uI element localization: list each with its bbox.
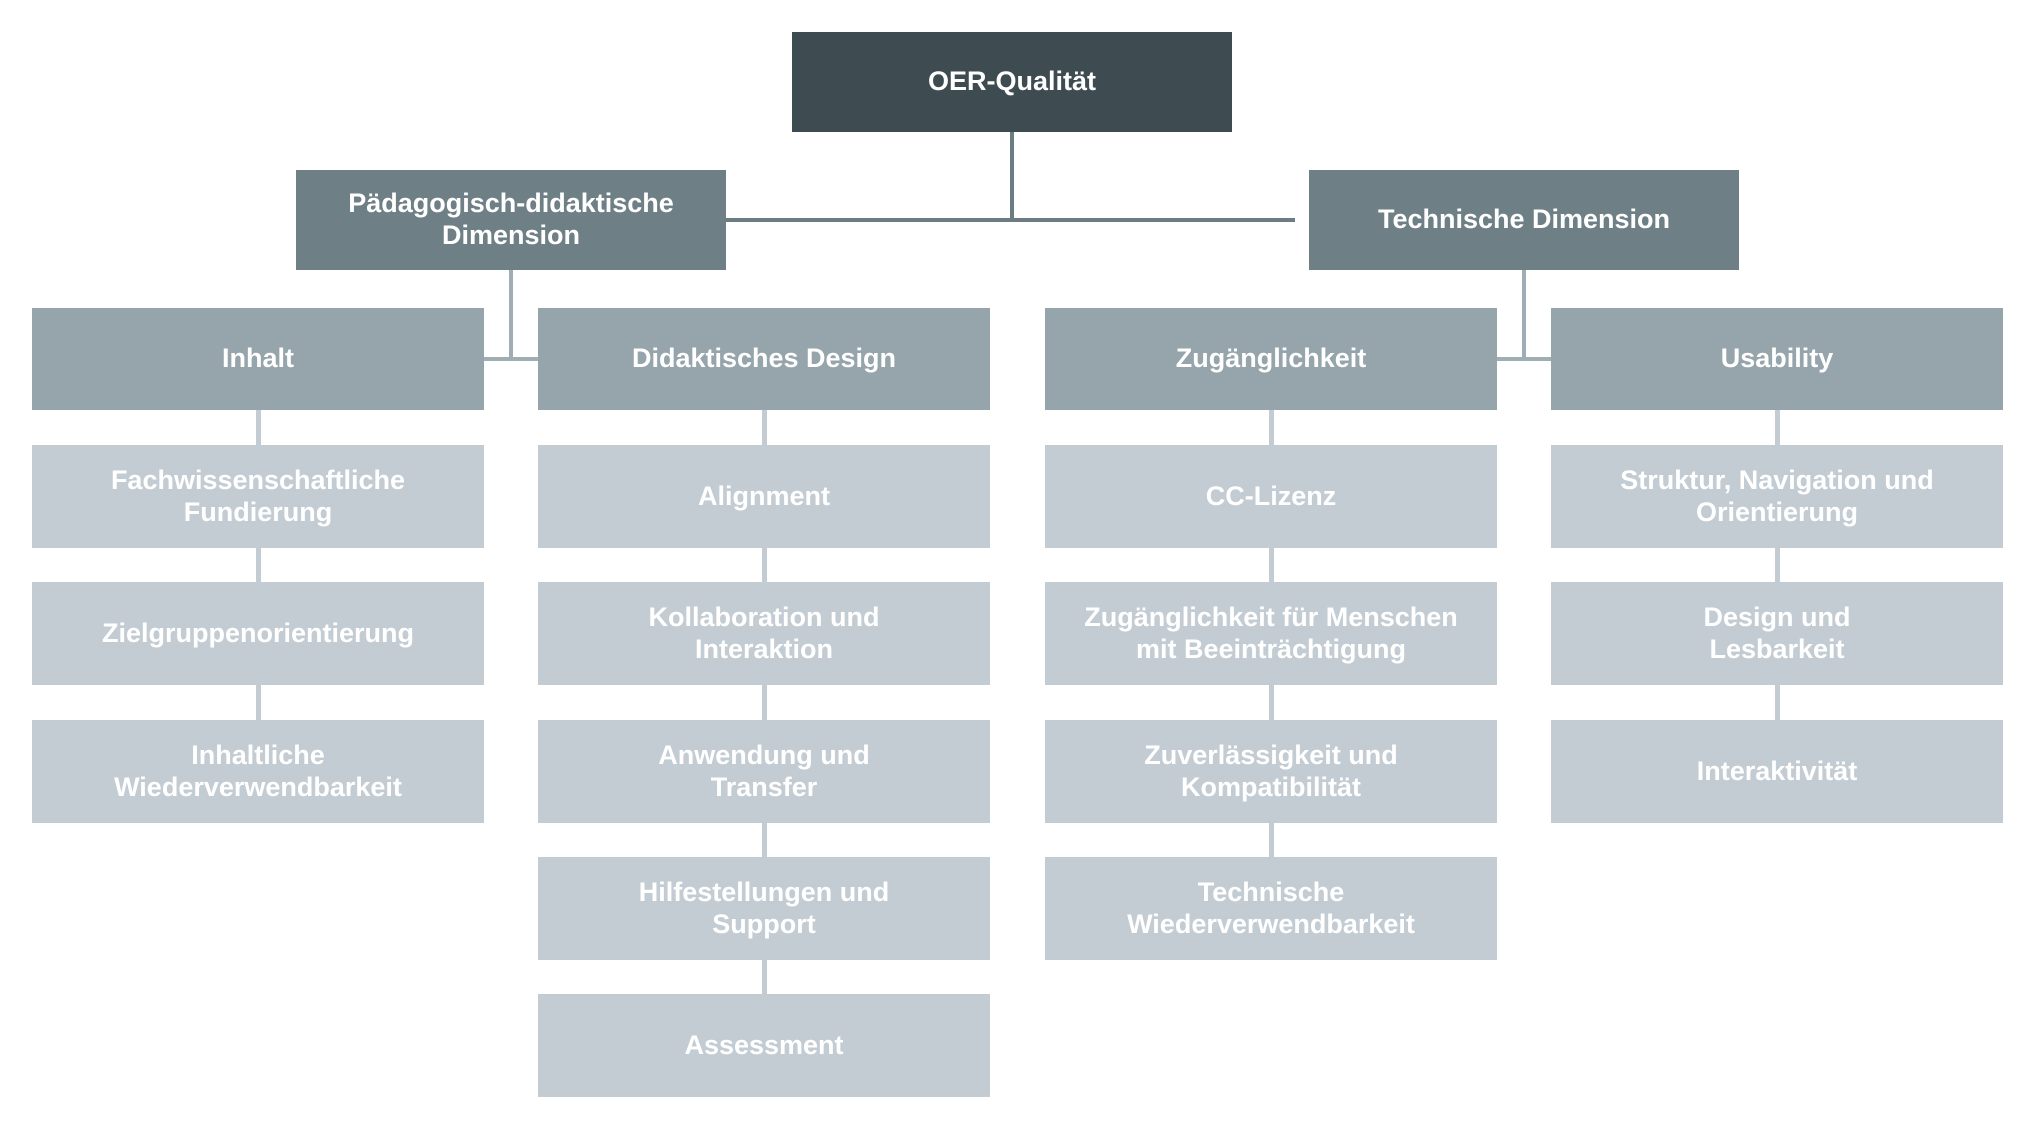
connector-didaktik-0	[762, 410, 767, 445]
connector-paedagogisch-horizontal	[484, 357, 538, 361]
item-box-zuverlaessigkeit-und-kompatibilitaet: Zuverlässigkeit und Kompatibilität	[1045, 720, 1497, 823]
item-box-cc-lizenz: CC-Lizenz	[1045, 445, 1497, 548]
connector-zugaenglichkeit-1	[1269, 548, 1274, 582]
item-box-design-und-lesbarkeit: Design und Lesbarkeit	[1551, 582, 2003, 685]
item-box-struktur-navigation-orientierung: Struktur, Navigation und Orientierung	[1551, 445, 2003, 548]
connector-usability-2	[1775, 685, 1780, 720]
connector-didaktik-4	[762, 960, 767, 994]
column-header-usability: Usability	[1551, 308, 2003, 410]
dimension-box-technische: Technische Dimension	[1309, 170, 1739, 270]
connector-didaktik-3	[762, 823, 767, 857]
column-header-zugaenglichkeit: Zugänglichkeit	[1045, 308, 1497, 410]
connector-inhalt-2	[256, 685, 261, 720]
item-box-alignment: Alignment	[538, 445, 990, 548]
connector-root-horizontal	[713, 218, 1295, 222]
connector-zugaenglichkeit-2	[1269, 685, 1274, 720]
connector-usability-1	[1775, 548, 1780, 582]
item-box-fachwissenschaftliche-fundierung: Fachwissenschaftliche Fundierung	[32, 445, 484, 548]
item-box-anwendung-und-transfer: Anwendung und Transfer	[538, 720, 990, 823]
connector-zugaenglichkeit-0	[1269, 410, 1274, 445]
item-box-interaktivitaet: Interaktivität	[1551, 720, 2003, 823]
connector-inhalt-1	[256, 548, 261, 582]
connector-didaktik-2	[762, 685, 767, 720]
connector-technische-horizontal	[1497, 357, 1551, 361]
item-box-hilfestellungen-und-support: Hilfestellungen und Support	[538, 857, 990, 960]
item-box-inhaltliche-wiederverwendbarkeit: Inhaltliche Wiederverwendbarkeit	[32, 720, 484, 823]
connector-paedagogisch-vertical	[509, 270, 513, 361]
connector-zugaenglichkeit-3	[1269, 823, 1274, 857]
item-box-technische-wiederverwendbarkeit: Technische Wiederverwendbarkeit	[1045, 857, 1497, 960]
root-box-oer-qualitaet: OER-Qualität	[792, 32, 1232, 132]
item-box-zielgruppenorientierung: Zielgruppenorientierung	[32, 582, 484, 685]
item-box-zugaenglichkeit-fuer-menschen: Zugänglichkeit für Menschen mit Beeinträ…	[1045, 582, 1497, 685]
connector-root-vertical	[1010, 132, 1014, 222]
connector-inhalt-0	[256, 410, 261, 445]
connector-didaktik-1	[762, 548, 767, 582]
item-box-kollaboration-und-interaktion: Kollaboration und Interaktion	[538, 582, 990, 685]
connector-usability-0	[1775, 410, 1780, 445]
column-header-didaktisches-design: Didaktisches Design	[538, 308, 990, 410]
item-box-assessment: Assessment	[538, 994, 990, 1097]
connector-technische-vertical	[1522, 270, 1526, 361]
column-header-inhalt: Inhalt	[32, 308, 484, 410]
dimension-box-paedagogisch-didaktische: Pädagogisch-didaktische Dimension	[296, 170, 726, 270]
